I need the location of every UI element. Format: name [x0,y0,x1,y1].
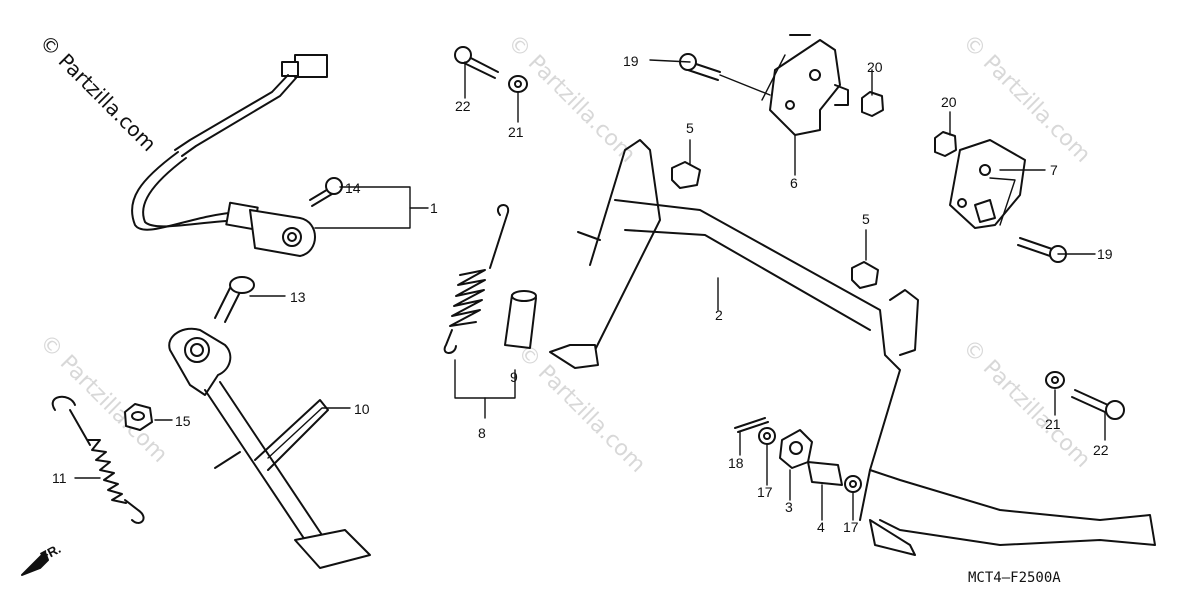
callout-20-right: 20 [941,94,957,110]
spring-11 [51,395,145,524]
callout-9: 9 [510,369,518,385]
washer-17-right [844,475,862,493]
callout-4: 4 [817,519,825,535]
front-arrow [21,551,49,576]
bolt-19-right [1017,237,1067,263]
callout-3: 3 [785,499,793,515]
bracket-6 [769,34,849,136]
nut-15 [124,403,153,431]
bolt-22-right [1071,389,1125,420]
grommet-5-top [671,161,701,189]
callout-20-top: 20 [867,59,883,75]
collar-9 [504,290,537,349]
callout-15: 15 [175,413,191,429]
callout-6: 6 [790,175,798,191]
bolt-22-top [454,46,499,79]
callout-22-top: 22 [455,98,471,114]
bolt-19-top [679,53,721,81]
washer-21-top [508,75,528,93]
callout-14: 14 [345,180,361,196]
callout-8: 8 [478,425,486,441]
callout-10: 10 [354,401,370,417]
grommet-5-right [851,261,879,289]
bolt-13 [214,276,255,323]
screw-14 [309,177,343,207]
callout-22-right: 22 [1093,442,1109,458]
callout-2: 2 [715,307,723,323]
side-stand-switch [130,54,328,257]
callout-19-top: 19 [623,53,639,69]
collar-4 [807,461,843,486]
washer-21-right [1045,371,1065,389]
washer-17-left [758,427,776,445]
side-stand-10 [168,327,371,569]
nut-20-top [861,91,884,117]
main-stand-2 [549,139,1156,556]
callout-5-top: 5 [686,120,694,136]
callout-17-right: 17 [843,519,859,535]
nut-20-right [934,131,957,157]
callout-13: 13 [290,289,306,305]
callout-7: 7 [1050,162,1058,178]
callout-21-top: 21 [508,124,524,140]
callout-21-right: 21 [1045,416,1061,432]
callout-11: 11 [52,470,67,486]
spring-8 [443,204,510,354]
diagram-code: MCT4—F2500A [968,570,1061,586]
callout-18: 18 [728,455,744,471]
callout-5-right: 5 [862,211,870,227]
callout-1: 1 [430,200,438,216]
pin-18 [734,417,769,433]
callout-19-right: 19 [1097,246,1113,262]
callout-17-left: 17 [757,484,773,500]
